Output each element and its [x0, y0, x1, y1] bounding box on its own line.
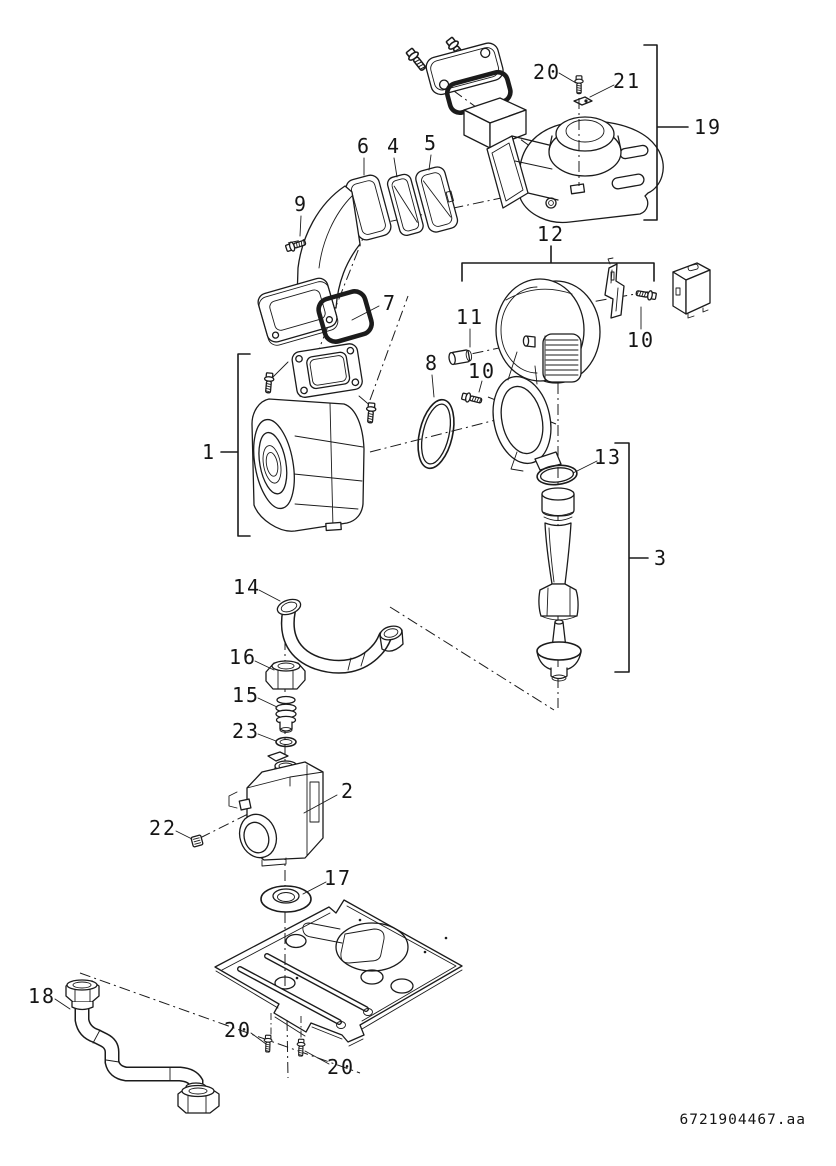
part-17-grommet: [260, 885, 312, 913]
callout-23: 23: [232, 719, 260, 743]
part-18-gas-pipe: [65, 979, 220, 1114]
part-20-screw-top: [574, 75, 584, 95]
callout-22: 22: [149, 816, 177, 840]
part-3-nozzle: [536, 619, 582, 682]
callout-12: 12: [537, 222, 565, 246]
callout-13: 13: [594, 445, 622, 469]
part-19-intake-housing: [486, 116, 664, 224]
part-22-plug: [190, 834, 204, 848]
part-7-gasket: [316, 289, 374, 344]
callout-1: 1: [202, 440, 216, 464]
part-23-washer: [275, 736, 297, 748]
base-plate-slot-rails: [237, 953, 373, 1029]
callout-9: 9: [294, 192, 308, 216]
callout-20-top: 20: [533, 60, 561, 84]
part-10-screw-right: [634, 287, 658, 302]
part-12-fan-assembly: [492, 278, 601, 472]
callout-17: 17: [324, 866, 352, 890]
part-3-venturi: [538, 487, 579, 621]
callout-18: 18: [28, 984, 56, 1008]
callout-21: 21: [613, 69, 641, 93]
callout-6: 6: [357, 134, 371, 158]
base-plate: [214, 899, 463, 1047]
part-8-oring: [417, 398, 455, 470]
part-20-screw-bottom-right: [296, 1038, 306, 1057]
part-14-gas-pipe: [276, 598, 404, 674]
part-10-screw-left: [460, 390, 484, 406]
callout-10-right: 10: [627, 328, 655, 352]
callout-4: 4: [387, 134, 401, 158]
callout-labels: 20 21 19 6 4 5 9 12 7 11 10 8 10 1 13 3 …: [28, 60, 722, 1079]
control-module: [672, 262, 711, 319]
part-11-spacer: [448, 349, 473, 366]
callout-15: 15: [232, 683, 260, 707]
callout-16: 16: [229, 645, 257, 669]
part-4-gasket: [386, 173, 424, 237]
callout-7: 7: [383, 291, 397, 315]
callout-11: 11: [456, 305, 484, 329]
callout-3: 3: [654, 546, 668, 570]
callout-leader-lines: [54, 72, 642, 1065]
base-plate-keyhole-emboss: [302, 922, 409, 972]
callout-8: 8: [425, 351, 439, 375]
callout-2: 2: [341, 779, 355, 803]
part-21-clip: [573, 96, 593, 106]
callout-20-bottom-left: 20: [224, 1018, 252, 1042]
callout-14: 14: [233, 575, 261, 599]
callout-10-left: 10: [468, 359, 496, 383]
callout-19: 19: [694, 115, 722, 139]
part-15-fitting: [275, 695, 297, 733]
callout-5: 5: [424, 131, 438, 155]
part-5-air-flap: [415, 166, 459, 233]
part-1-blower: [251, 343, 377, 532]
part-12-mounting-bracket: [604, 257, 625, 319]
part-2-gas-valve: [228, 751, 324, 867]
group-brackets: [220, 44, 689, 673]
callout-20-bottom-right: 20: [327, 1055, 355, 1079]
part-19-foam-block: [463, 97, 527, 149]
part-16-nut: [265, 660, 306, 690]
drawing-number: 6721904467.aa: [680, 1112, 807, 1128]
part-19-cover-plate: [425, 42, 504, 96]
